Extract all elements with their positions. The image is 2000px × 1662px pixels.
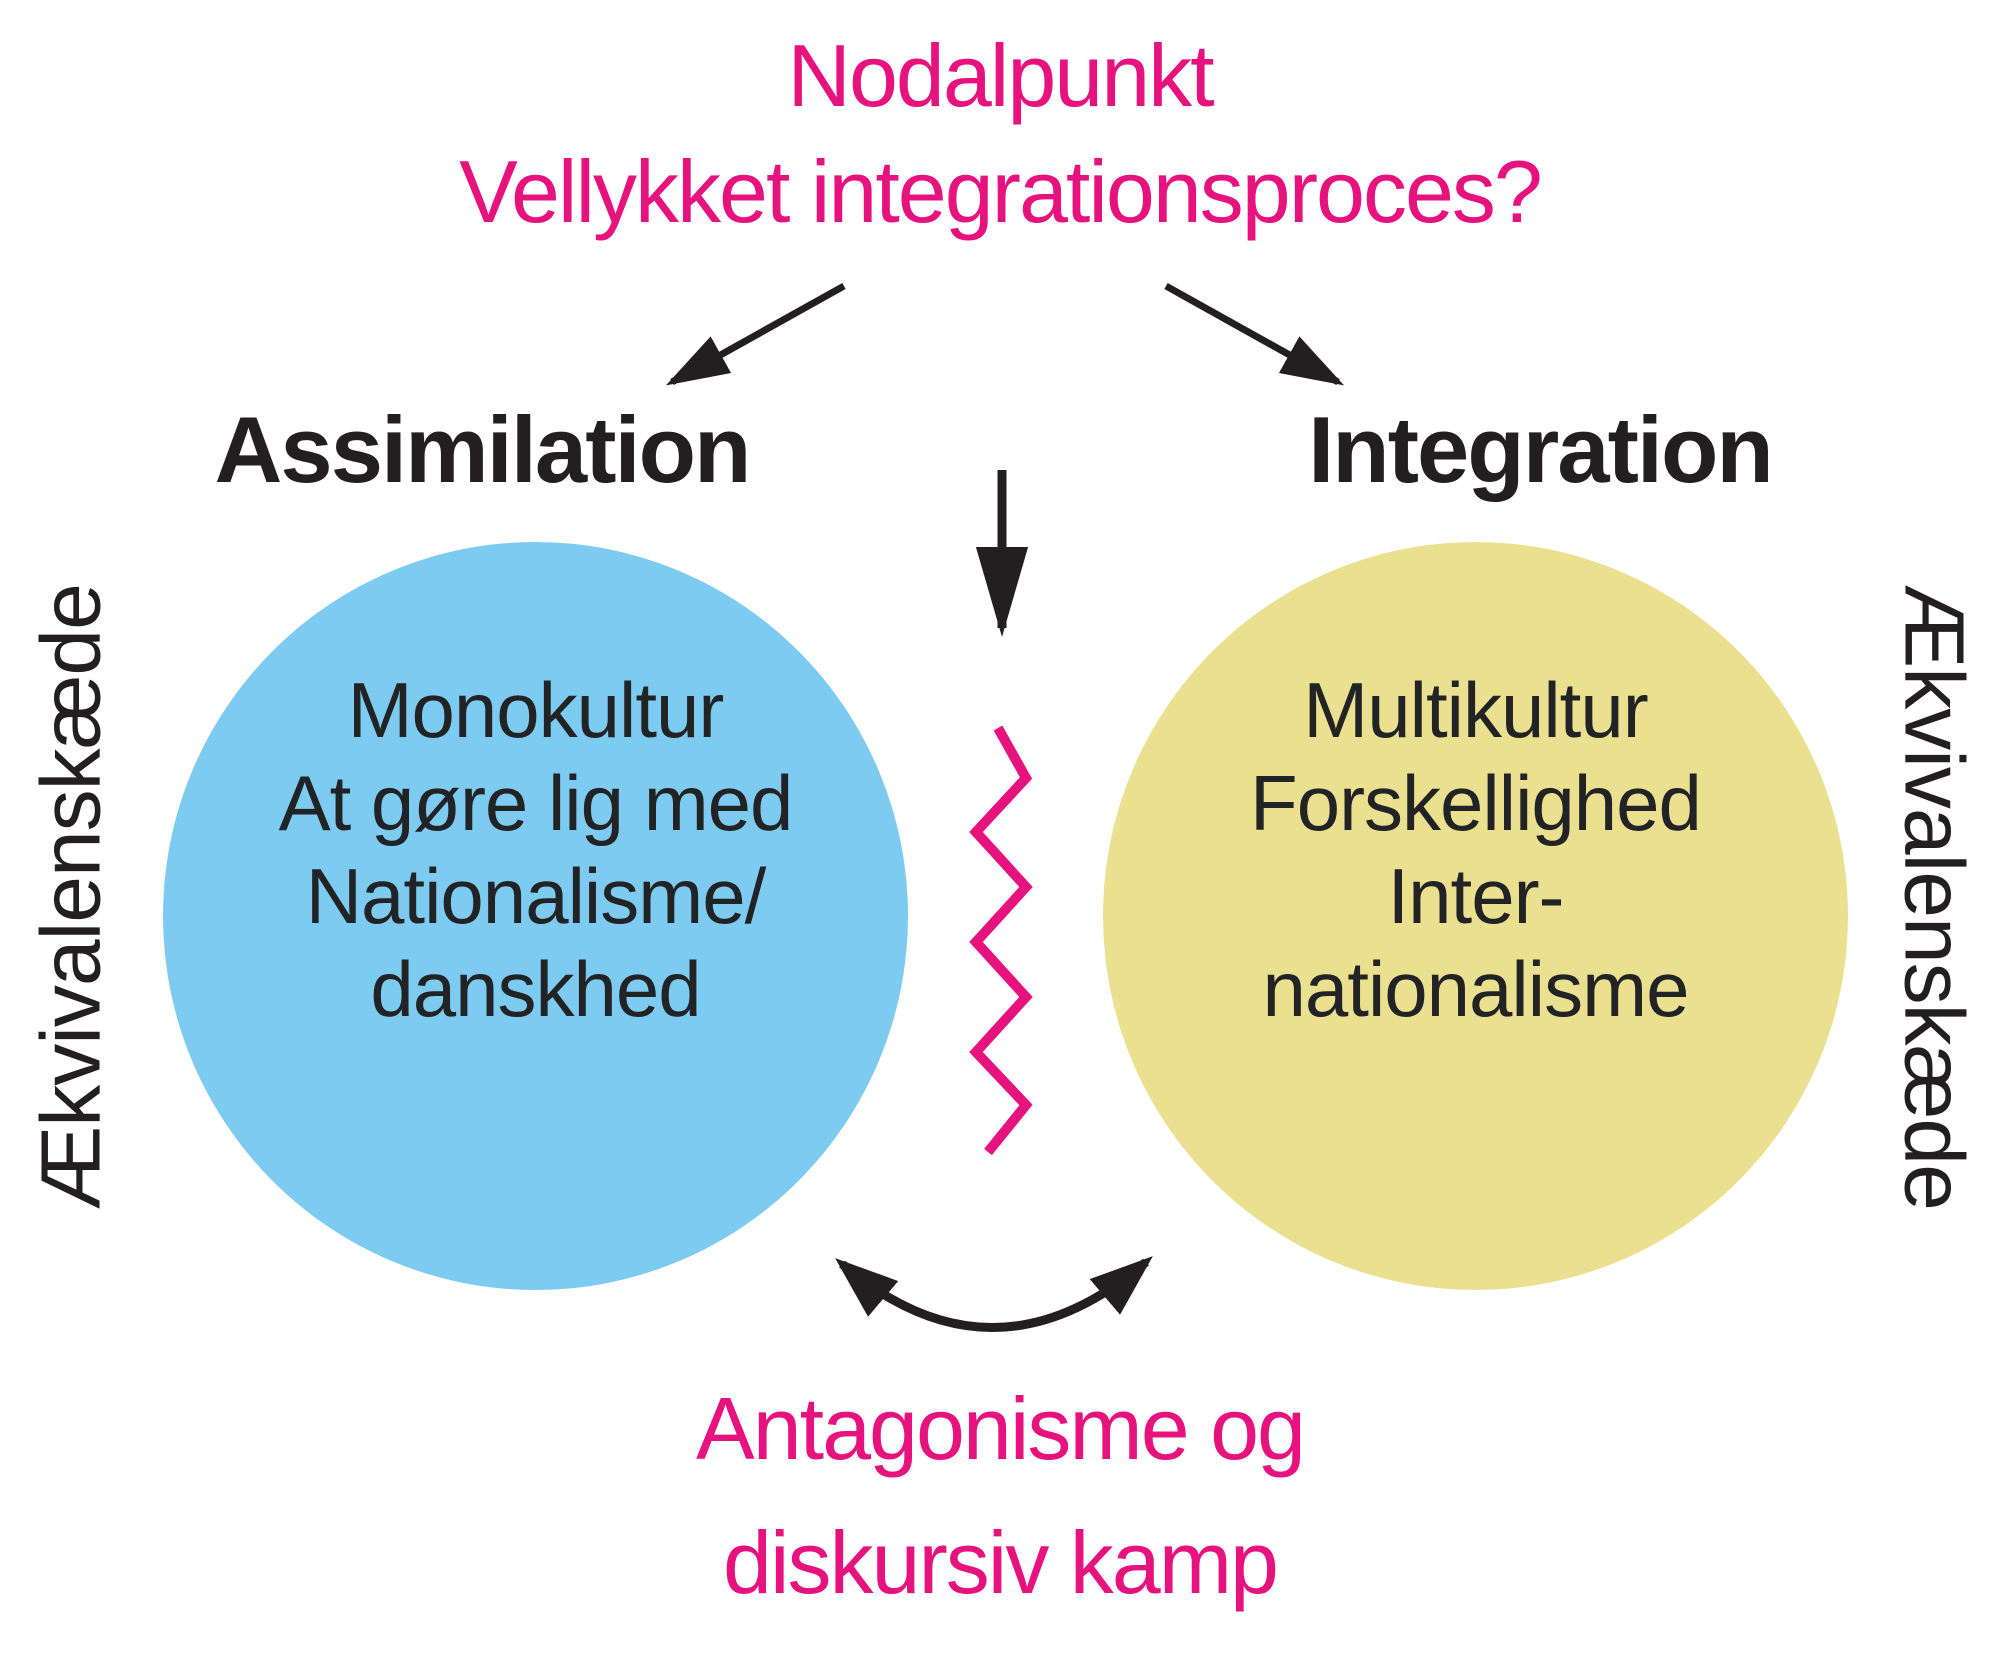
antagonism-double-arrow-icon [835, 1256, 1153, 1332]
nodal-point-title: Nodalpunkt Vellykket integrationsproces? [0, 18, 2000, 250]
zigzag-antagonism-icon [969, 725, 1033, 1156]
assimilation-heading: Assimilation [214, 397, 752, 502]
integration-circle-line: nationalisme [1262, 945, 1690, 1033]
assimilation-circle-line: danskhed [370, 945, 701, 1033]
assimilation-circle-line: Monokultur [347, 666, 725, 754]
assimilation-circle: Monokultur At gøre lig med Nationalisme/… [163, 542, 908, 1290]
arrow-to-assimilation-icon [665, 282, 846, 386]
antagonism-caption: Antagonisme og diskursiv kamp [0, 1362, 2000, 1630]
assimilation-circle-line: Nationalisme/ [305, 852, 767, 940]
nodal-point-line1: Nodalpunkt [787, 26, 1214, 125]
integration-circle-line: Forskellighed [1250, 759, 1702, 847]
assimilation-circle-line: At gøre lig med [278, 759, 794, 847]
nodal-point-line2: Vellykket integrationsproces? [459, 142, 1543, 241]
integration-circle: Multikultur Forskellighed Inter- nationa… [1103, 542, 1848, 1290]
equivalence-chain-label-left: Ækvivalenskæde [23, 584, 118, 1210]
arrow-to-integration-icon [1164, 282, 1345, 386]
integration-heading: Integration [1308, 397, 1774, 502]
integration-circle-line: Multikultur [1303, 666, 1648, 754]
antagonism-caption-line2: diskursiv kamp [723, 1513, 1279, 1612]
integration-circle-line: Inter- [1387, 852, 1564, 940]
equivalence-chain-label-right: Ækvivalenskæde [1887, 584, 1982, 1210]
antagonism-caption-line1: Antagonisme og [696, 1379, 1306, 1478]
